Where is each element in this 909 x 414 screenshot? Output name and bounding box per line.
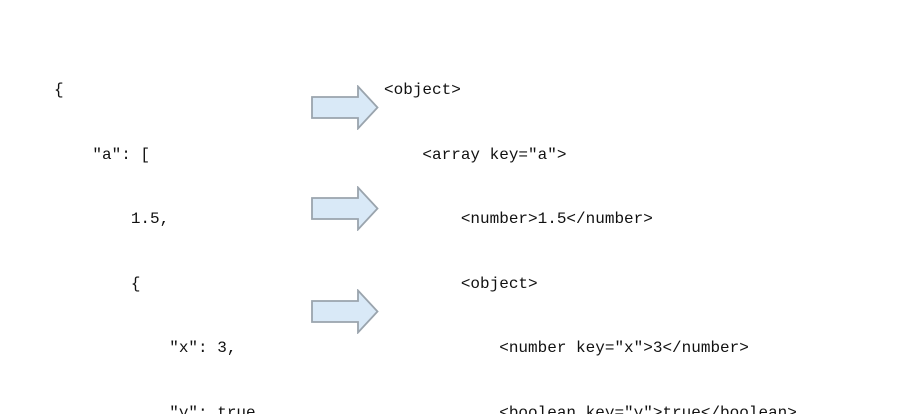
- json-source-panel: { "a": [ 1.5, { "x": 3, "y": true }, nul…: [54, 37, 256, 414]
- json-line: {: [54, 81, 64, 99]
- arrow-outline: [311, 289, 379, 334]
- arrow-outline: [311, 186, 379, 231]
- json-line: "x": 3,: [54, 339, 237, 357]
- transform-arrow-icon: [311, 289, 379, 334]
- arrow-shape: [312, 290, 378, 333]
- json-line: {: [54, 274, 141, 293]
- json-line: "y": true: [54, 403, 256, 414]
- xml-line: <object>: [384, 81, 461, 99]
- transform-arrow-icon: [311, 186, 379, 231]
- xml-line: <boolean key="y">true</boolean>: [384, 403, 797, 414]
- xml-line: <object>: [384, 274, 538, 293]
- xml-output-panel: <object> <array key="a"> <number>1.5</nu…: [384, 37, 797, 414]
- xml-line: <array key="a">: [384, 145, 567, 164]
- xml-line: <number>1.5</number>: [384, 210, 653, 228]
- arrow-outline: [311, 85, 379, 130]
- arrow-shape: [312, 86, 378, 129]
- json-line: 1.5,: [54, 210, 170, 228]
- json-line: "a": [: [54, 145, 151, 164]
- xml-line: <number key="x">3</number>: [384, 339, 749, 357]
- arrow-shape: [312, 187, 378, 230]
- transform-arrow-icon: [311, 85, 379, 130]
